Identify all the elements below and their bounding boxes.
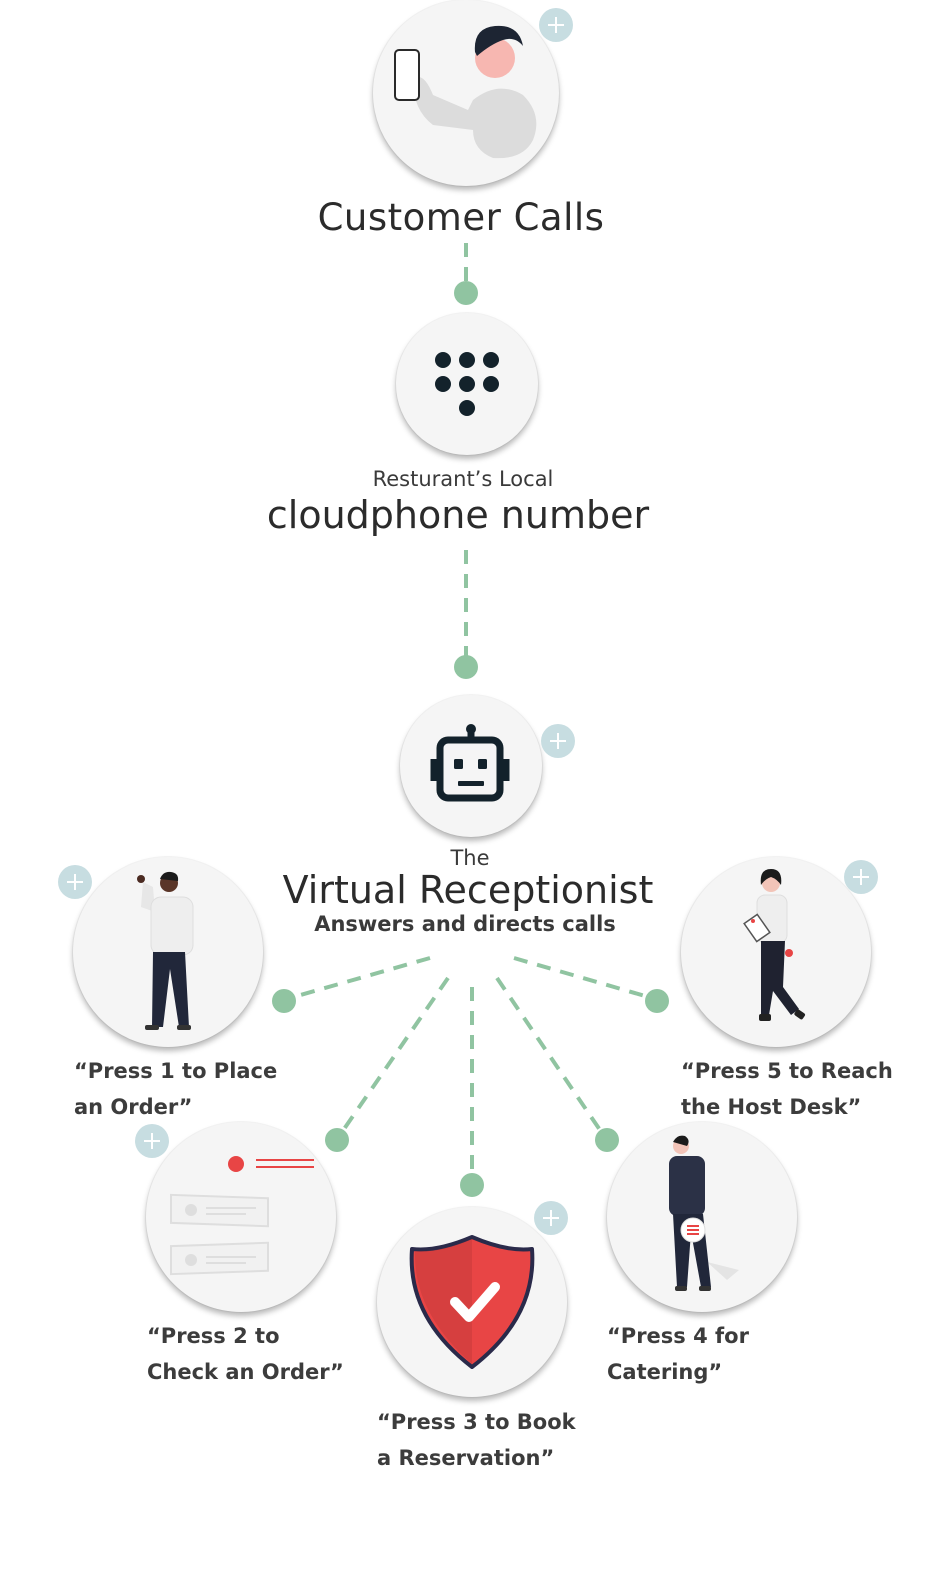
cloudphone-node [396,313,538,455]
expand-customer-button[interactable] [539,8,573,42]
connector-dot [454,281,478,305]
connector-dot [595,1128,619,1152]
expand-option-3-button[interactable] [534,1201,568,1235]
receptionist-title: Virtual Receptionist [282,868,654,912]
option-2-node [146,1122,336,1312]
connector-option-1 [289,956,431,1000]
order-list-illustration [170,1156,314,1276]
receptionist-subtitle: Answers and directs calls [314,912,616,936]
option-5-line-2: the Host Desk” [681,1095,862,1119]
person-waving-illustration [137,871,194,1030]
receptionist-node [400,695,542,837]
connector-dot [325,1128,349,1152]
cloudphone-title: cloudphone number [266,493,650,537]
option-3-node [377,1207,567,1397]
connector-dot [645,989,669,1013]
option-1-node [73,857,263,1047]
option-2-label: “Press 2 to Check an Order” [147,1318,344,1390]
connector-dot [454,655,478,679]
connector-dot [272,989,296,1013]
connector-option-2 [340,976,450,1134]
option-4-node [607,1122,797,1312]
expand-option-1-button[interactable] [58,865,92,899]
option-3-label: “Press 3 to Book a Reservation” [377,1404,576,1476]
shield-check-icon [409,1235,535,1369]
option-5-line-1: “Press 5 to Reach [681,1059,893,1083]
person-carrying-food-illustration [669,1135,739,1291]
customer-calls-title: Customer Calls [317,196,605,239]
option-5-node [681,857,871,1047]
connector-option-5 [513,956,653,1000]
person-with-phone-illustration [394,25,537,159]
dialpad-icon [435,352,499,416]
connector-dot [460,1173,484,1197]
option-1-label: “Press 1 to Place an Order” [74,1053,277,1125]
connector-option-4 [495,976,604,1135]
option-2-line-1: “Press 2 to [147,1324,280,1348]
receptionist-prefix: The [450,846,490,870]
option-5-label: “Press 5 to Reach the Host Desk” [681,1053,893,1125]
option-4-line-1: “Press 4 for [607,1324,749,1348]
cloudphone-subtitle: Resturant’s Local [372,467,554,491]
option-2-line-2: Check an Order” [147,1360,344,1384]
option-4-line-2: Catering” [607,1360,723,1384]
option-3-line-2: a Reservation” [377,1446,555,1470]
option-4-label: “Press 4 for Catering” [607,1318,749,1390]
robot-icon [430,724,510,802]
customer-node [373,0,559,186]
person-with-menu-illustration [743,869,806,1021]
expand-option-5-button[interactable] [844,860,878,894]
expand-receptionist-button[interactable] [541,724,575,758]
option-1-line-1: “Press 1 to Place [74,1059,278,1083]
option-3-line-1: “Press 3 to Book [377,1410,576,1434]
expand-option-2-button[interactable] [135,1124,169,1158]
option-1-line-2: an Order” [74,1095,193,1119]
